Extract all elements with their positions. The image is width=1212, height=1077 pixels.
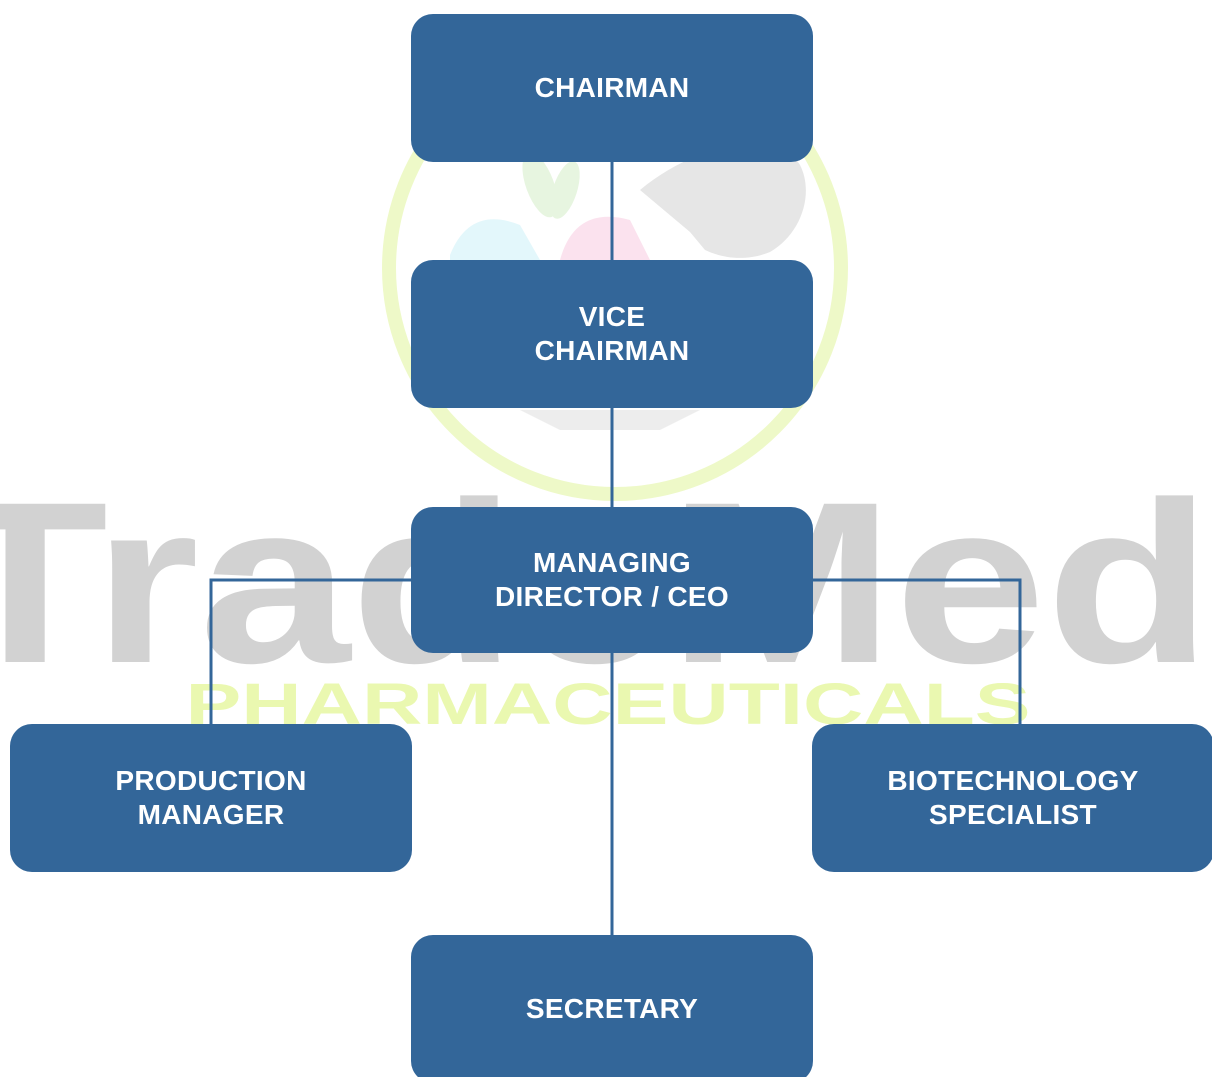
node-label-secretary: SECRETARY xyxy=(525,993,699,1024)
node-vice-chairman: VICE CHAIRMAN xyxy=(411,260,813,408)
logo-leaf-left xyxy=(522,152,558,218)
node-managing-director: MANAGING DIRECTOR / CEO xyxy=(411,507,813,653)
node-label-managing-director: MANAGING DIRECTOR / CEO xyxy=(495,547,729,612)
node-label-biotechnology-specialist: BIOTECHNOLOGY SPECIALIST xyxy=(887,765,1139,830)
connector-md-biotech xyxy=(812,578,1022,726)
logo-capsule-cyan xyxy=(450,219,540,260)
logo-hand xyxy=(640,144,806,258)
logo-capsule-pink xyxy=(560,216,650,260)
logo-leaf-right xyxy=(550,161,580,219)
node-chairman: CHAIRMAN xyxy=(411,14,813,162)
node-secretary: SECRETARY xyxy=(411,935,813,1077)
node-label-chairman: CHAIRMAN xyxy=(534,72,690,103)
node-production-manager: PRODUCTION MANAGER xyxy=(10,724,412,872)
logo-bowl xyxy=(520,410,700,430)
node-biotechnology-specialist: BIOTECHNOLOGY SPECIALIST xyxy=(812,724,1212,872)
connector-md-production xyxy=(209,578,412,726)
node-label-vice-chairman: VICE CHAIRMAN xyxy=(534,301,690,366)
node-label-production-manager: PRODUCTION MANAGER xyxy=(115,765,307,830)
